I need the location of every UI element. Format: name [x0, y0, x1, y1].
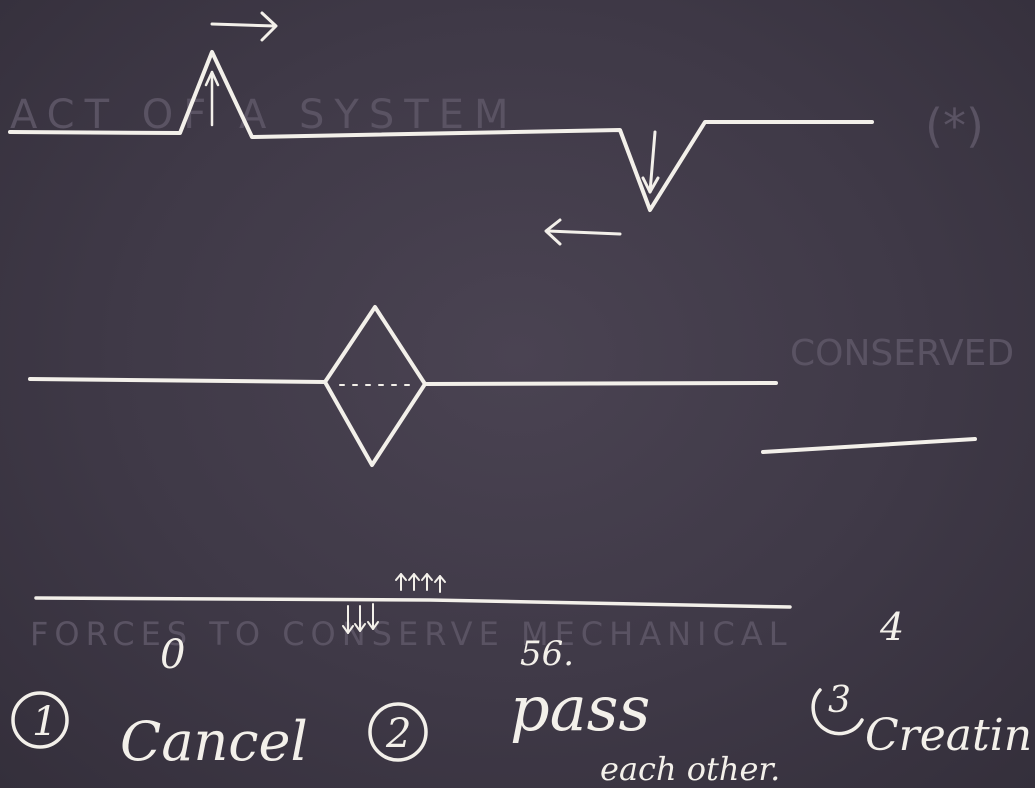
right-arrow-icon — [210, 11, 278, 42]
item-three-text: Creatin — [865, 710, 1032, 761]
down-arrows-icon — [342, 603, 379, 634]
ghost-text-line1-right: (*) — [925, 99, 984, 153]
item-one-number: 1 — [32, 699, 57, 745]
item-pass: 2 pass each other. — [368, 672, 780, 788]
item-cancel: 1 Cancel — [11, 691, 308, 773]
label-zero: 0 — [160, 632, 185, 678]
item-creation: 3 Creatin — [811, 680, 1032, 761]
top-string-pulses — [8, 50, 874, 212]
item-two-text: pass — [510, 672, 650, 745]
label-fifty-six: 56. — [520, 634, 574, 674]
ghost-text-line2: CONSERVED — [790, 333, 1014, 374]
label-four: 4 — [879, 605, 904, 649]
bottom-string — [34, 596, 792, 609]
up-arrows-icon — [395, 573, 446, 593]
short-line — [761, 437, 977, 454]
item-two-number: 2 — [385, 711, 411, 757]
item-one-text: Cancel — [120, 710, 308, 773]
item-three-number: 3 — [828, 680, 851, 721]
circle-three — [811, 688, 864, 736]
item-two-sub: each other. — [600, 750, 780, 788]
circle-two — [368, 702, 428, 762]
ghost-text-line1: ACT OF A SYSTEM — [10, 92, 518, 138]
middle-string-overlap — [28, 305, 778, 467]
ghost-text-line3: FORCES TO CONSERVE MECHANICAL — [30, 615, 793, 653]
circle-one — [11, 691, 69, 749]
left-arrow-icon — [544, 218, 622, 246]
